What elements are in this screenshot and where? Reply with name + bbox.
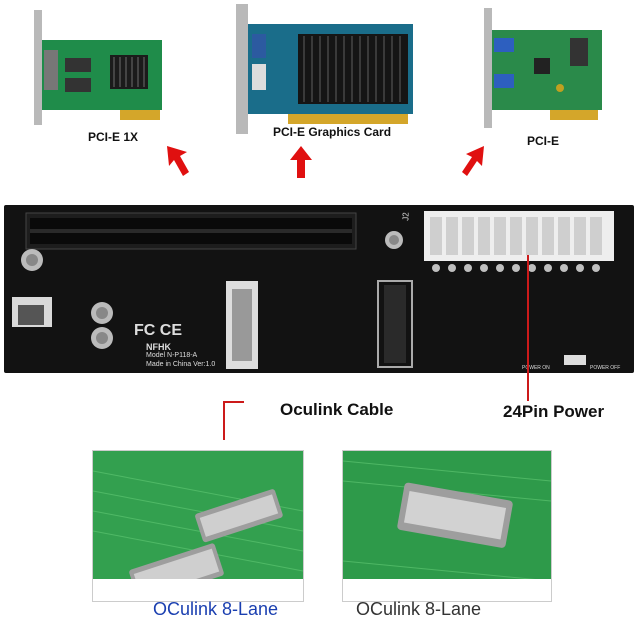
- connector-j2-label: J2: [401, 212, 411, 221]
- oculink-caption-left: OCulink 8-Lane: [153, 599, 279, 619]
- arrow-up-right-icon: [462, 146, 484, 176]
- arrow-up-left-icon: [167, 146, 189, 176]
- cable-callout-line: [223, 401, 244, 440]
- pci-e-label: PCI-E: [527, 134, 560, 148]
- adapter-board: FC CE: [4, 205, 634, 373]
- svg-text:FC CE: FC CE: [134, 322, 182, 339]
- arrow-up-center-icon: [290, 146, 312, 178]
- pci-e-1x-label: PCI-E 1X: [88, 130, 139, 144]
- oculink-photo-left: [92, 450, 304, 602]
- power-off-label: POWER OFF: [590, 365, 621, 371]
- board-model-label: Model N-P118-A: [146, 352, 198, 359]
- graphics-card-photo: [228, 4, 418, 134]
- 24pin-power-label: 24Pin Power: [503, 402, 605, 421]
- power-on-label: POWER ON: [522, 365, 550, 371]
- power-callout-line: [527, 255, 529, 401]
- usb-card-photo: [470, 8, 610, 128]
- oculink-cable-label: Oculink Cable: [280, 400, 394, 419]
- board-brand-label: NFHK: [146, 342, 171, 352]
- oculink-caption-right: OCulink 8-Lane: [356, 599, 482, 619]
- board-origin-label: Made in China Ver:1.0: [146, 361, 216, 368]
- network-card-photo: [30, 10, 170, 125]
- pci-e-graphics-card-label: PCI-E Graphics Card: [273, 125, 392, 139]
- oculink-photo-right: [342, 450, 552, 602]
